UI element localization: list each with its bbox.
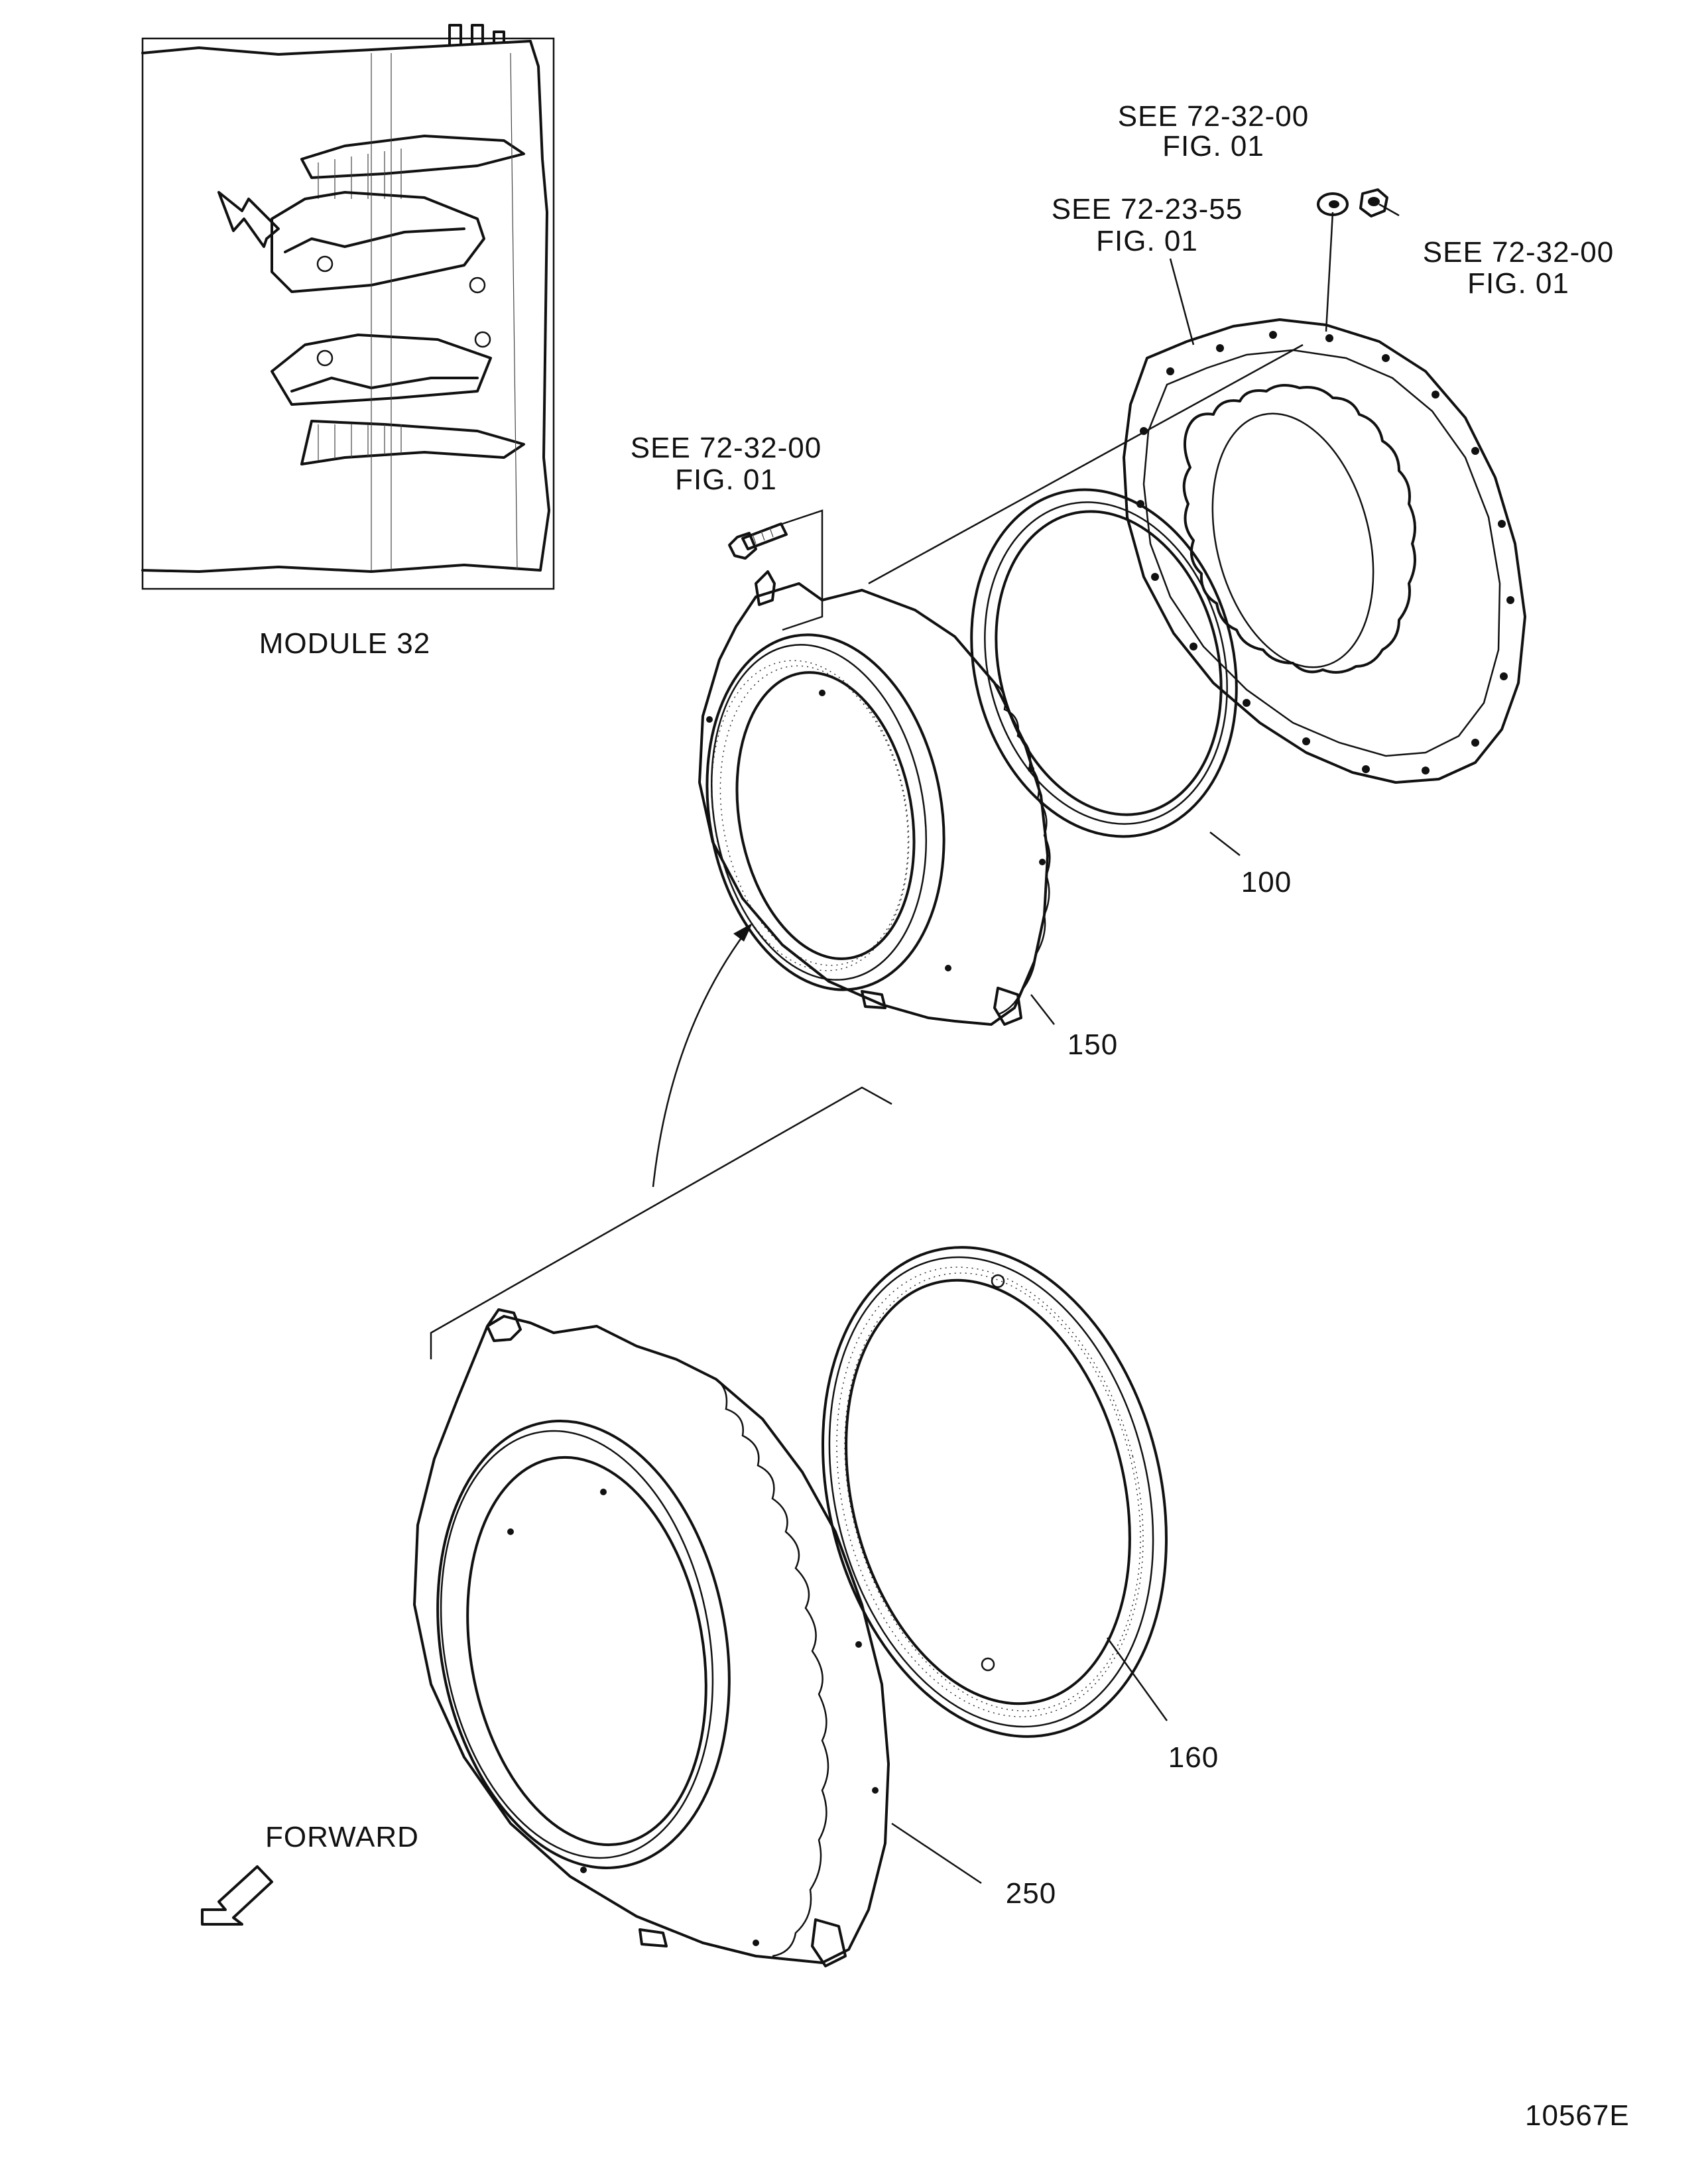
nut [1359, 188, 1388, 217]
forward-arrow-icon [201, 1865, 273, 1926]
seal-ring-100 [970, 488, 1238, 838]
item-number-150: 150 [1068, 1028, 1118, 1061]
callout-top-left: SEE 72-23-55 FIG. 01 [1052, 193, 1243, 257]
callout-top-center-line2: FIG. 01 [1162, 130, 1264, 162]
callout-bolt-line2: FIG. 01 [675, 463, 777, 496]
mating-flange-case [1123, 318, 1526, 784]
forward-label: FORWARD [265, 1821, 419, 1853]
callout-top-right-line1: SEE 72-32-00 [1423, 236, 1614, 269]
washer [1317, 192, 1349, 216]
item-number-160: 160 [1168, 1741, 1219, 1774]
assembly-arrow [430, 923, 892, 1359]
callout-bolt-line1: SEE 72-32-00 [631, 432, 822, 464]
callout-bolt: SEE 72-32-00 FIG. 01 [631, 432, 822, 496]
forward-indicator: FORWARD [201, 1821, 419, 1926]
callout-top-center: SEE 72-32-00 FIG. 01 [1118, 100, 1309, 162]
inset-caption: MODULE 32 [259, 627, 430, 660]
figure-id: 10567E [1525, 2099, 1630, 2132]
bolt [728, 523, 788, 560]
callout-top-right: SEE 72-32-00 FIG. 01 [1423, 236, 1614, 300]
ring-160 [822, 1246, 1168, 1738]
callout-top-center-line1: SEE 72-32-00 [1118, 100, 1309, 133]
flange-bolt-holes [1136, 331, 1514, 774]
callout-top-right-line2: FIG. 01 [1467, 267, 1569, 300]
case-150 [698, 570, 1051, 1026]
inset-arrow-icon [217, 191, 280, 248]
callout-top-left-line2: FIG. 01 [1096, 225, 1198, 257]
module-inset [141, 24, 555, 590]
item-number-100: 100 [1241, 866, 1292, 898]
case-250 [413, 1308, 890, 1967]
item-number-250: 250 [1006, 1877, 1056, 1910]
callout-top-left-line1: SEE 72-23-55 [1052, 193, 1243, 225]
